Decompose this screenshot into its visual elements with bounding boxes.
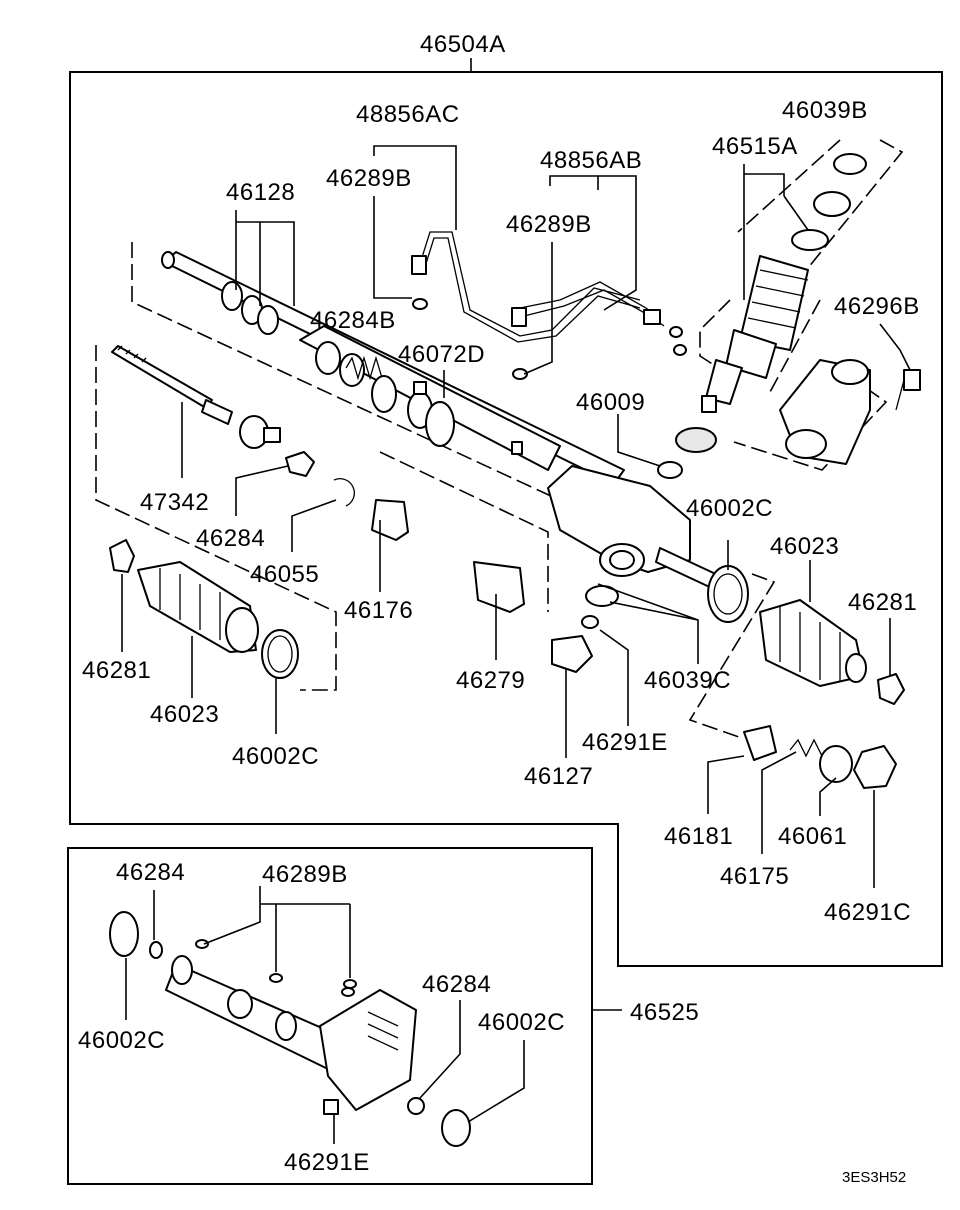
rack-spring [345,355,383,381]
label-46002C-a: 46002C [686,495,773,522]
right-boot-group [551,565,905,789]
rack-housing [547,465,721,591]
figure-code: 3ES3H52 [842,1169,906,1186]
label-46504A: 46504A [420,31,506,58]
label-46281-a: 46281 [848,589,917,616]
label-46002C-b: 46002C [232,743,319,770]
clip-left [109,539,135,573]
seal-rings-left [221,281,365,387]
label-46291C: 46291C [824,899,911,926]
main-assembly-frame [69,71,943,967]
label-46009: 46009 [576,389,645,416]
label-48856AC: 48856AC [356,101,460,128]
label-46128: 46128 [226,179,295,206]
cylinder-section [371,375,523,455]
label-46023-a: 46023 [770,533,839,560]
label-46291E-a: 46291E [582,729,668,756]
label-46002C-c: 46002C [78,1027,165,1054]
label-46281-b: 46281 [82,657,151,684]
tie-rod [111,345,281,449]
label-46002C-d: 46002C [478,1009,565,1036]
leader-lines [121,145,911,1144]
label-46515A: 46515A [712,133,798,160]
label-46279: 46279 [456,667,525,694]
label-46289B-b: 46289B [506,211,592,238]
label-47342: 47342 [140,489,209,516]
label-46176: 46176 [344,597,413,624]
label-46525: 46525 [630,999,699,1026]
pipes [411,231,665,343]
o-rings [412,298,687,380]
label-46284B: 46284B [310,307,396,334]
label-46289B-c: 46289B [262,861,348,888]
label-48856AB: 48856AB [540,147,642,174]
boot-left [137,561,259,653]
part-labels: 46504A 48856AC 46289B 48856AB 46289B 460… [78,31,920,1186]
label-46055: 46055 [250,561,319,588]
sub-assembly-frame [67,847,593,1185]
label-46181: 46181 [664,823,733,850]
bearings-seals [657,153,867,479]
label-46127: 46127 [524,763,593,790]
label-46284-b: 46284 [116,859,185,886]
pinion-valve [701,255,809,413]
label-46023-b: 46023 [150,701,219,728]
valve-housing [779,359,921,465]
label-46039B: 46039B [782,97,868,124]
label-46284-c: 46284 [422,971,491,998]
label-46175: 46175 [720,863,789,890]
label-46061: 46061 [778,823,847,850]
label-46289B-a: 46289B [326,165,412,192]
label-46296B: 46296B [834,293,920,320]
label-46039C: 46039C [644,667,731,694]
sub-assembly-parts [109,911,471,1147]
label-46284-a: 46284 [196,525,265,552]
label-46291E-b: 46291E [284,1149,370,1176]
label-46072D: 46072D [398,341,485,368]
clamp-left [261,629,299,679]
small-parts-left [285,451,525,613]
